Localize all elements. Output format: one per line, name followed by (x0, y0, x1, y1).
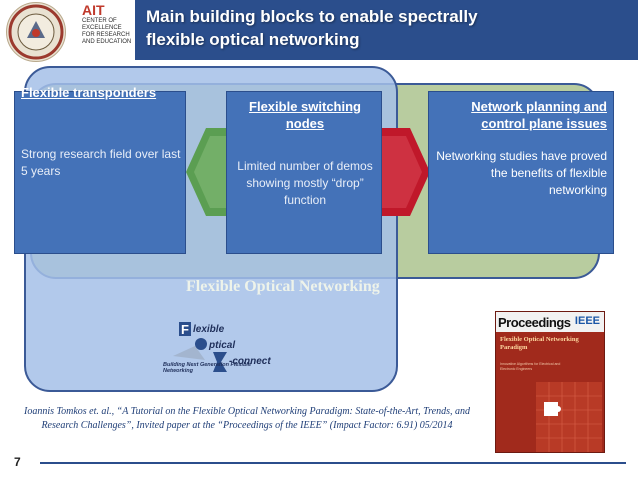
cover-subtext: Innovative Algorithms for Electrical and… (500, 362, 561, 371)
flexible-switching-nodes-title: Flexible switching nodes (249, 99, 361, 131)
flexible-switching-nodes-box: Flexible switching nodes Limited number … (226, 91, 382, 254)
cover-headline: Flexible Optical Networking Paradigm (500, 336, 579, 351)
ait-logo-subtitle: CENTER OF EXCELLENCE FOR RESEARCH AND ED… (82, 18, 132, 45)
proceedings-ieee-cover: Proceedings IEEE Flexible Optical Networ… (495, 311, 605, 453)
citation-line1: Ioannis Tomkos et. al., “A Tutorial on t… (23, 406, 470, 417)
citation: Ioannis Tomkos et. al., “A Tutorial on t… (0, 405, 494, 433)
flexible-switching-nodes-description: Limited number of demos showing mostly “… (237, 159, 373, 207)
header-bar (135, 0, 638, 60)
network-planning-box: Network planning and control plane issue… (428, 91, 614, 254)
footer-divider (40, 462, 626, 464)
citation-line2: Research Challenges”, Invited paper at t… (41, 420, 453, 431)
svg-text:F: F (181, 322, 189, 337)
puzzle-icon (536, 382, 602, 452)
flexible-transponders-description: Strong research field over last 5 years (21, 147, 181, 178)
flexible-transponders-box: Flexible transponders Strong research fi… (14, 85, 186, 254)
right-arrow-icon (382, 128, 430, 216)
network-planning-description: Networking studies have proved the benef… (436, 149, 607, 197)
slide-title-line2: flexible optical networking (146, 30, 360, 49)
flexible-transponders-title: Flexible transponders (21, 85, 157, 100)
slide-title-line1: Main building blocks to enable spectrall… (146, 7, 478, 26)
page-number: 7 (14, 455, 21, 469)
flexible-optical-networking-label: Flexible Optical Networking (186, 278, 380, 295)
fox-logo-line2: ptical (208, 340, 235, 351)
fox-c-logo: F lexible ptical -connect (173, 322, 271, 372)
cover-ieee-logo: IEEE (574, 315, 600, 327)
fox-logo-line1: lexible (193, 324, 225, 335)
institute-seal-logo (6, 2, 66, 62)
slide-title: Main building blocks to enable spectrall… (146, 5, 616, 51)
left-arrow-icon (186, 128, 228, 216)
fox-logo-line3: -connect (229, 356, 271, 367)
network-planning-title: Network planning and control plane issue… (471, 99, 607, 131)
cover-masthead (496, 312, 604, 332)
cover-journal-name: Proceedings (498, 315, 571, 330)
fox-logo-tagline: Building Next Generation Flexible Networ… (163, 362, 252, 374)
ait-logo-title: AIT (82, 2, 105, 18)
